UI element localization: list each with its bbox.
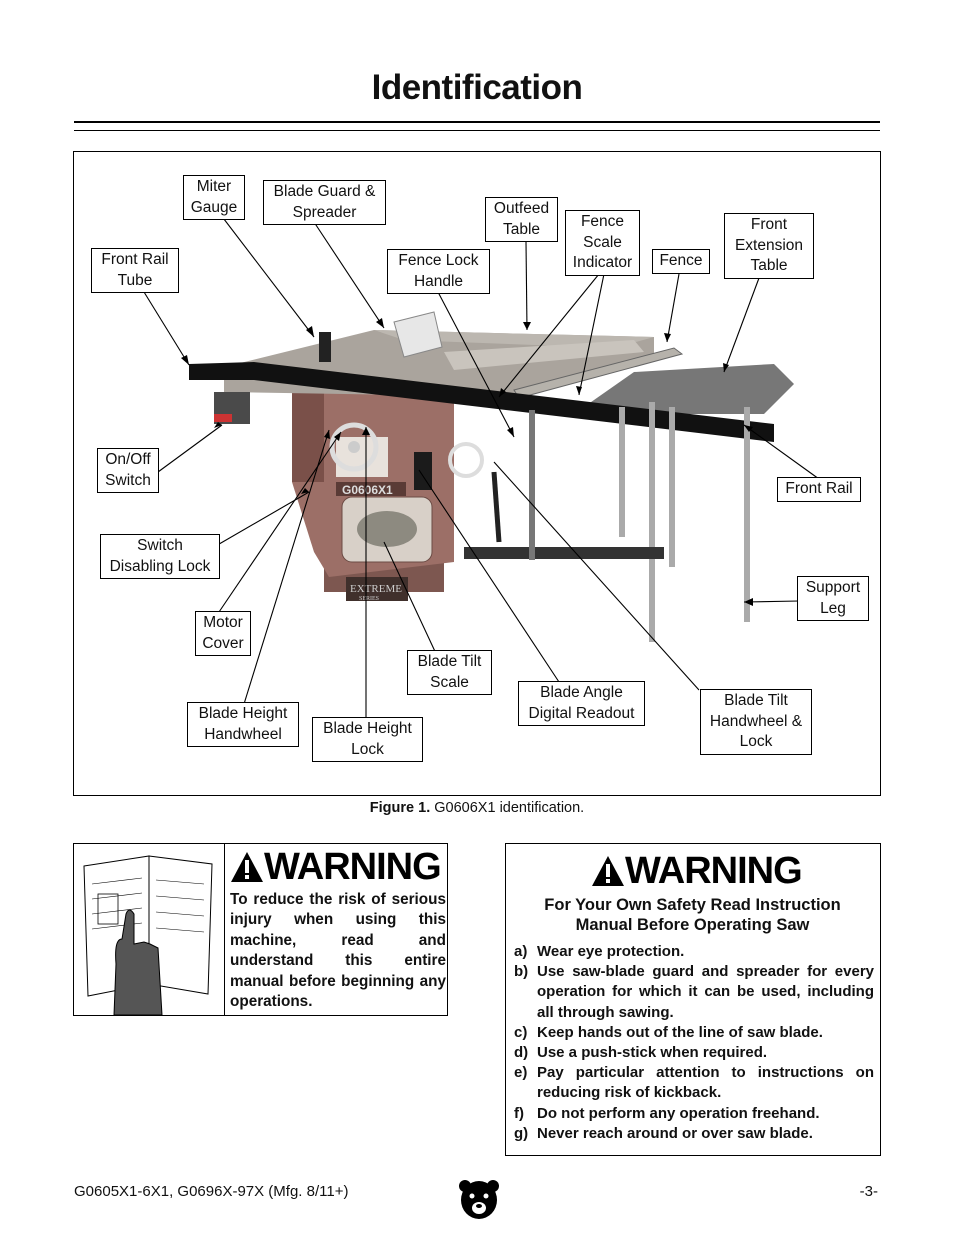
model-plate-text: G0606X1 — [342, 483, 393, 497]
warning-box-manual: WARNING To reduce the risk of serious in… — [73, 843, 448, 1016]
callout-lines — [143, 205, 820, 717]
series-badge-subtext: SERIES — [359, 596, 379, 602]
list-item: a)Wear eye protection. — [514, 943, 685, 960]
label-front-rail: Front Rail — [777, 477, 861, 502]
list-item: b)Use saw-blade guard and spreader for e… — [514, 963, 874, 1021]
series-badge-text: EXTREME — [350, 583, 402, 595]
page-title: Identification — [371, 68, 583, 107]
digital-readout-shape — [414, 452, 432, 490]
title-rule-bottom — [74, 130, 880, 131]
blade-guard-shape — [393, 311, 443, 358]
warning-box-safety: WARNING For Your Own Safety Read Instruc… — [505, 843, 881, 1156]
manual-illustration — [74, 844, 225, 1016]
list-item: c)Keep hands out of the line of saw blad… — [514, 1023, 823, 1041]
reading-manual-icon — [83, 855, 213, 1016]
list-item: g)Never reach around or over saw blade. — [514, 1124, 813, 1142]
footer-model-info: G0605X1-6X1, G0696X-97X (Mfg. 8/11+) — [74, 1183, 349, 1200]
figure-frame: G0606X1 EXTREME SERIES — [73, 151, 881, 796]
table-saw-illustration: G0606X1 EXTREME SERIES — [143, 205, 820, 717]
miter-gauge-shape — [319, 332, 331, 362]
leg — [669, 407, 675, 567]
height-handwheel-shape — [329, 422, 379, 472]
warning-heading-1: WARNING — [230, 848, 442, 886]
title-rule-top — [74, 121, 880, 123]
list-item: d)Use a push-stick when required. — [514, 1044, 768, 1062]
lower-shelf — [464, 547, 664, 559]
tilt-handwheel-shape — [448, 442, 484, 478]
page-number: -3- — [859, 1183, 878, 1200]
decal — [336, 437, 388, 477]
callout-arrowheads — [181, 318, 753, 606]
label-fence: Fence — [652, 249, 710, 274]
model-plate — [336, 482, 406, 496]
warning-list: a)Wear eye protection. b)Use saw-blade g… — [514, 942, 874, 1144]
leg — [649, 402, 655, 642]
leg — [619, 407, 625, 537]
warning-triangle-icon — [231, 852, 263, 882]
label-blade-guard-spreader: Blade Guard &Spreader — [263, 180, 386, 225]
list-item: e)Pay particular attention to instructio… — [514, 1064, 874, 1102]
warning-heading-2: WARNING — [591, 852, 803, 890]
bear-logo-icon — [459, 1180, 499, 1219]
warning-text-1: To reduce the risk of serious injury whe… — [230, 891, 446, 1011]
extension-table — [574, 364, 794, 414]
support-leg-shape — [744, 407, 750, 622]
figure-caption: Figure 1. G0606X1 identification. — [369, 800, 585, 816]
warning-subtitle-2: For Your Own Safety Read Instruction Man… — [544, 896, 841, 934]
warning-triangle-icon — [592, 856, 624, 886]
series-badge — [346, 577, 408, 601]
front-rail-shape — [189, 362, 774, 442]
list-item: f)Do not perform any operation freehand. — [514, 1104, 820, 1122]
